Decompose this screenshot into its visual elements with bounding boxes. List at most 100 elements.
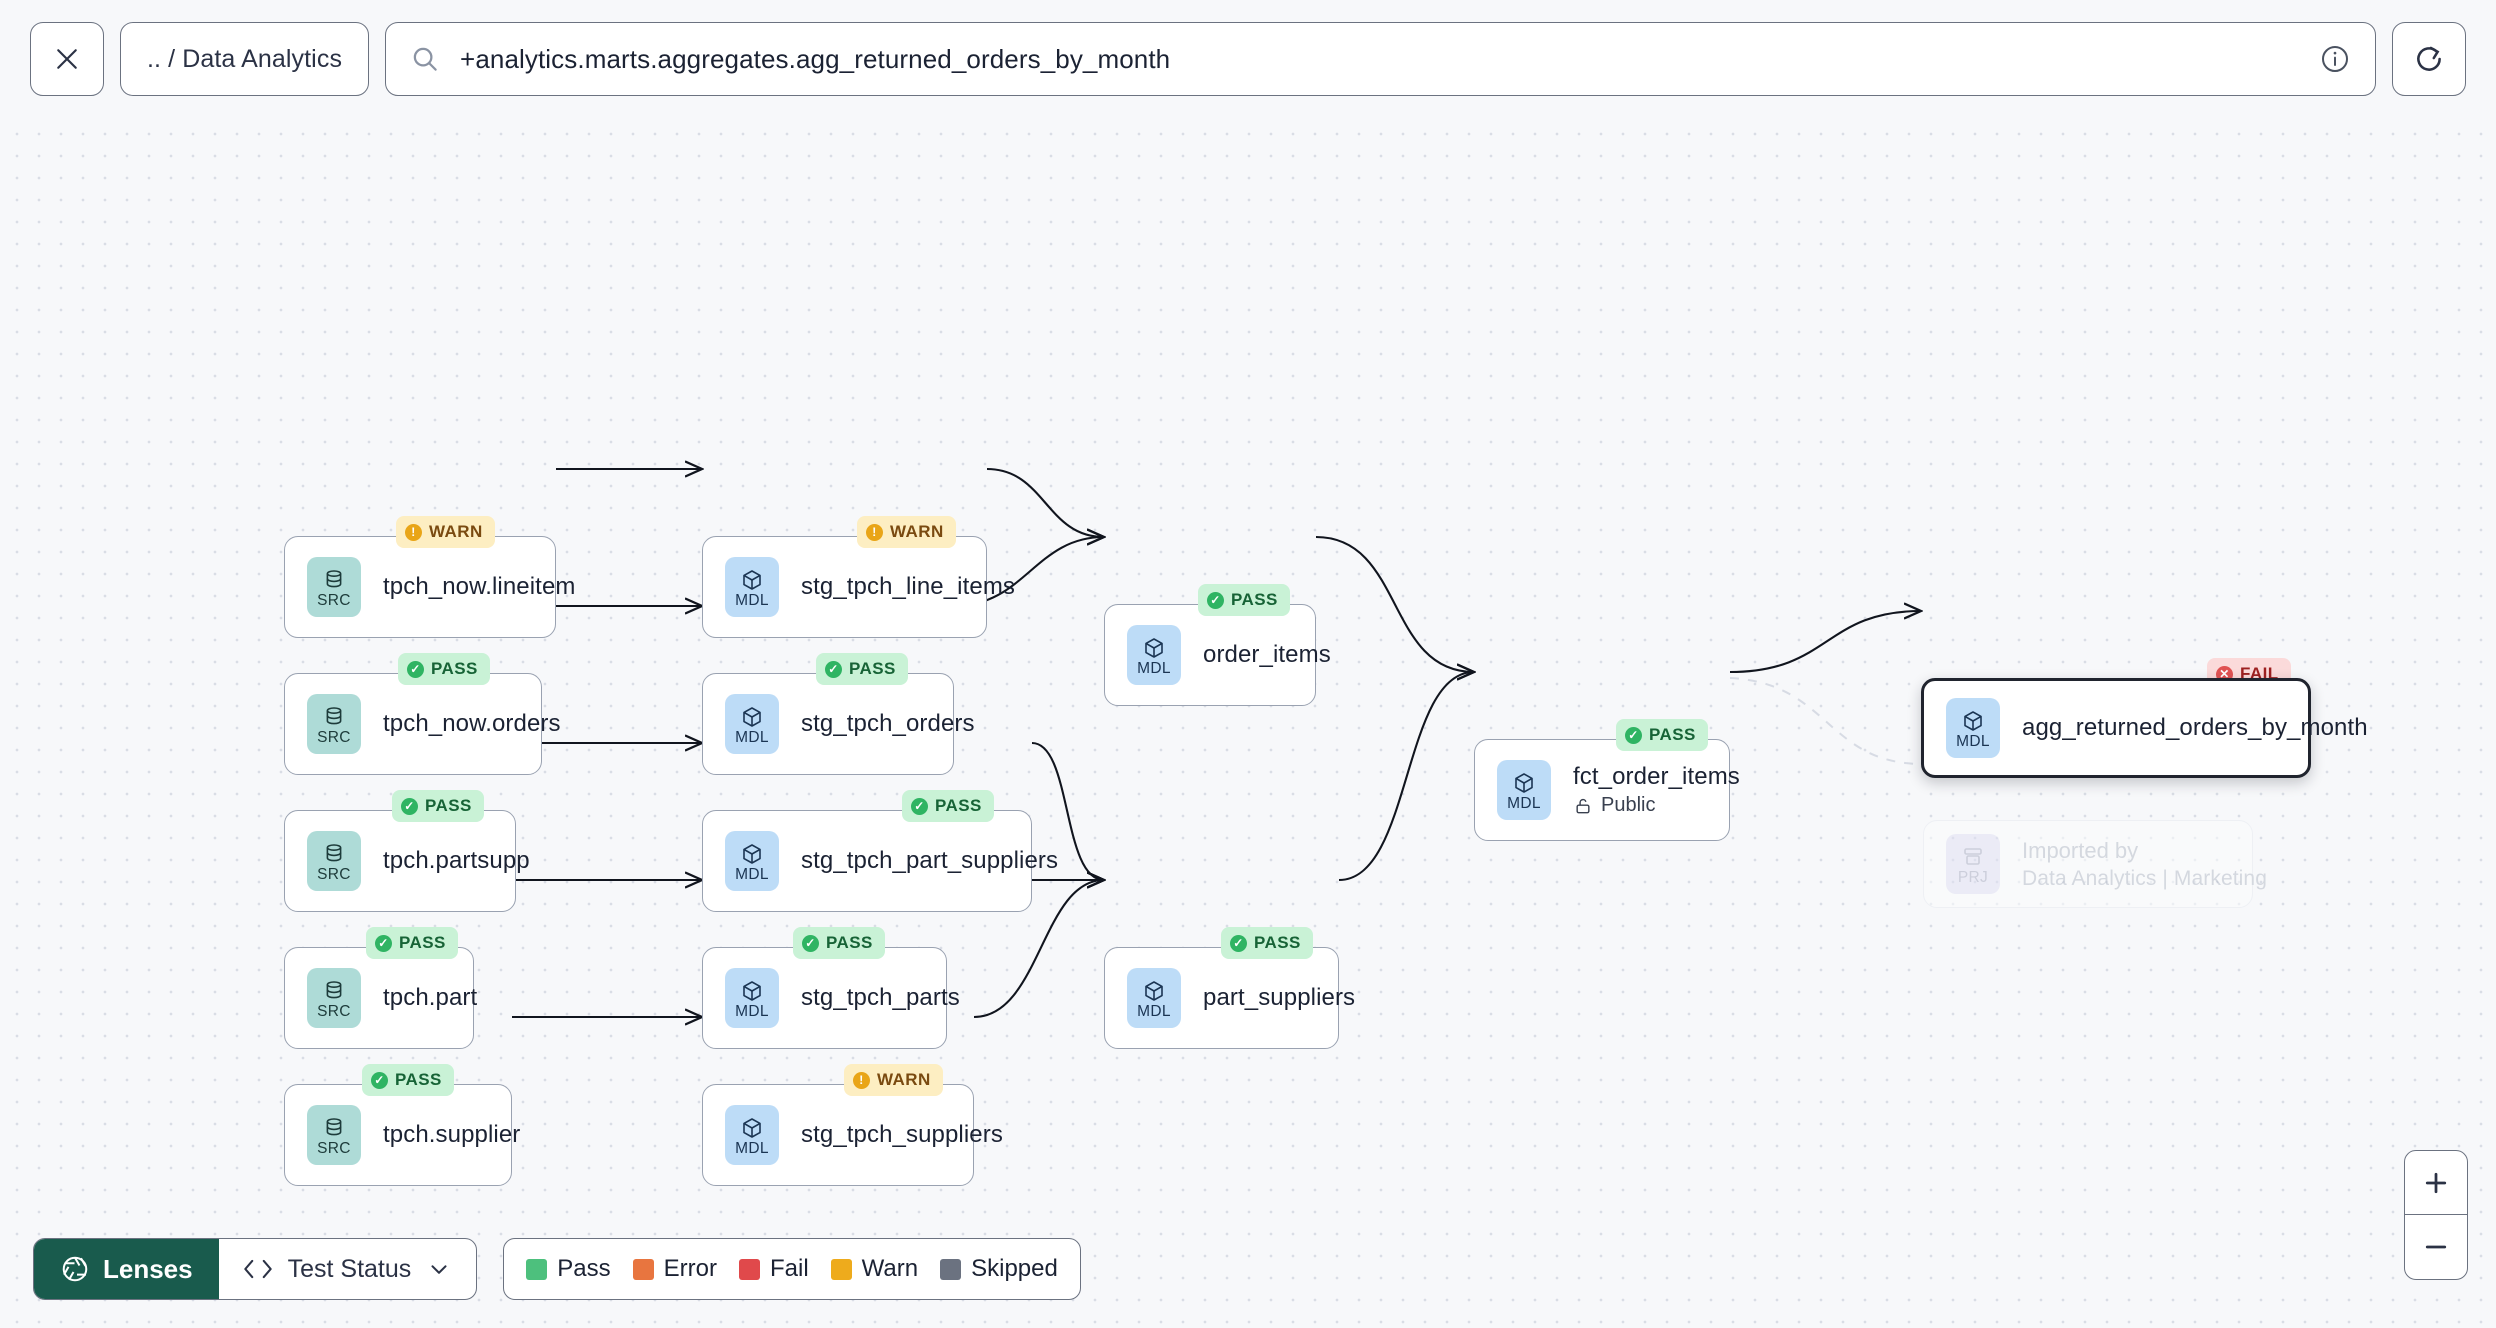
status-badge-pass[interactable]: ✓PASS xyxy=(366,927,458,959)
status-badge-pass[interactable]: ✓PASS xyxy=(793,927,885,959)
refresh-button[interactable] xyxy=(2392,22,2466,96)
mdl-type-icon: MDL xyxy=(1127,625,1181,685)
mdl-glyph-icon xyxy=(740,1114,764,1140)
close-button[interactable] xyxy=(30,22,104,96)
node-type-label: MDL xyxy=(1137,659,1171,677)
lenses-label: Lenses xyxy=(103,1253,193,1284)
status-badge-warn[interactable]: !WARN xyxy=(857,516,956,548)
top-toolbar: .. / Data Analytics xyxy=(0,0,2496,118)
node-label: stg_tpch_orders xyxy=(801,710,975,737)
zoom-out-button[interactable] xyxy=(2405,1215,2467,1279)
status-badge-label: PASS xyxy=(849,659,896,678)
node-body: tpch.supplier xyxy=(383,1121,521,1149)
src-type-icon: SRC xyxy=(307,1105,361,1165)
lineage-node-src_part[interactable]: SRC tpch.part xyxy=(284,947,478,1049)
search-field[interactable] xyxy=(385,22,2376,96)
legend-item-pass[interactable]: Pass xyxy=(526,1255,611,1283)
status-badge-label: PASS xyxy=(1254,933,1301,952)
info-icon[interactable] xyxy=(2319,43,2351,75)
status-badge-pass[interactable]: ✓PASS xyxy=(392,790,484,822)
node-type-label: SRC xyxy=(317,1139,351,1157)
node-type-label: PRJ xyxy=(1957,868,1989,886)
test-status-dropdown[interactable]: Test Status xyxy=(219,1239,477,1299)
zoom-in-button[interactable] xyxy=(2405,1151,2467,1215)
status-badge-pass[interactable]: ✓PASS xyxy=(398,653,490,685)
node-body: stg_tpch_orders xyxy=(801,710,975,738)
bottom-toolbar: Lenses Test Status Pass Error Fail Warn Skip… xyxy=(33,1238,1081,1300)
legend-item-error[interactable]: Error xyxy=(632,1255,717,1283)
node-label: stg_tpch_line_items xyxy=(801,573,1016,600)
status-badge-label: PASS xyxy=(395,1070,442,1089)
status-badge-warn[interactable]: ! WARN xyxy=(844,1064,943,1096)
mdl-glyph-icon xyxy=(1961,707,1985,733)
node-label: tpch.part xyxy=(383,984,478,1011)
mdl-type-icon: MDL xyxy=(1127,968,1181,1028)
breadcrumb-button[interactable]: .. / Data Analytics xyxy=(120,22,370,96)
status-badge-pass[interactable]: ✓PASS xyxy=(1616,719,1708,751)
node-label: tpch.supplier xyxy=(383,1121,521,1148)
prj-type-icon: PRJ xyxy=(1946,834,2000,894)
lineage-node-src_supplier[interactable]: SRC tpch.supplier xyxy=(284,1084,521,1186)
src-glyph-icon xyxy=(322,566,346,592)
legend-item-warn[interactable]: Warn xyxy=(830,1255,918,1283)
node-type-label: SRC xyxy=(317,1002,351,1020)
legend-item-skipped[interactable]: Skipped xyxy=(940,1255,1058,1283)
node-type-label: SRC xyxy=(317,865,351,883)
status-badge-warn[interactable]: !WARN xyxy=(396,516,495,548)
plus-icon xyxy=(2425,1172,2447,1193)
lenses-button[interactable]: Lenses xyxy=(34,1239,219,1299)
aperture-icon xyxy=(62,1256,88,1282)
mdl-type-icon: MDL xyxy=(725,968,779,1028)
status-badge-pass[interactable]: ✓PASS xyxy=(1198,584,1290,616)
node-label: stg_tpch_part_suppliers xyxy=(801,847,1059,874)
mdl-glyph-icon xyxy=(740,840,764,866)
node-label: stg_tpch_suppliers xyxy=(801,1121,1003,1148)
status-badge-label: PASS xyxy=(1231,590,1278,609)
status-badge-pass[interactable]: ✓PASS xyxy=(816,653,908,685)
status-badge-label: PASS xyxy=(935,796,982,815)
legend-swatch-icon xyxy=(526,1258,548,1280)
status-dot-icon: ! xyxy=(853,1071,870,1089)
src-type-icon: SRC xyxy=(307,831,361,891)
node-label: fct_order_items xyxy=(1573,763,1740,790)
mdl-type-icon: MDL xyxy=(1497,760,1551,820)
edge-imported-by xyxy=(1729,677,1924,765)
src-glyph-icon xyxy=(322,1114,346,1140)
status-badge-label: PASS xyxy=(425,796,472,815)
status-dot-icon: ✓ xyxy=(1230,934,1247,952)
src-glyph-icon xyxy=(322,840,346,866)
legend-swatch-icon xyxy=(830,1258,852,1280)
node-body: tpch.part xyxy=(383,984,478,1012)
status-badge-label: WARN xyxy=(429,522,483,541)
node-body: stg_tpch_parts xyxy=(801,984,960,1012)
legend-item-fail[interactable]: Fail xyxy=(738,1255,809,1283)
status-badge-pass[interactable]: ✓PASS xyxy=(362,1064,454,1096)
status-badge-pass[interactable]: ✓PASS xyxy=(902,790,994,822)
node-sublabel: Public xyxy=(1573,794,1729,817)
status-badge-pass[interactable]: ✓ PASS xyxy=(1221,927,1313,959)
lineage-node-stg_parts[interactable]: MDL stg_tpch_parts xyxy=(702,947,960,1049)
node-body: stg_tpch_part_suppliers xyxy=(801,847,1059,875)
node-body: stg_tpch_suppliers xyxy=(801,1121,1003,1149)
search-input[interactable] xyxy=(460,43,2299,75)
legend-swatch-icon xyxy=(632,1258,654,1280)
status-badge-label: WARN xyxy=(877,1070,931,1089)
mdl-glyph-icon xyxy=(1142,977,1166,1003)
status-badge-label: PASS xyxy=(431,659,478,678)
node-type-label: MDL xyxy=(735,1002,769,1020)
search-icon xyxy=(413,47,437,71)
status-badge-label: PASS xyxy=(1649,725,1696,744)
